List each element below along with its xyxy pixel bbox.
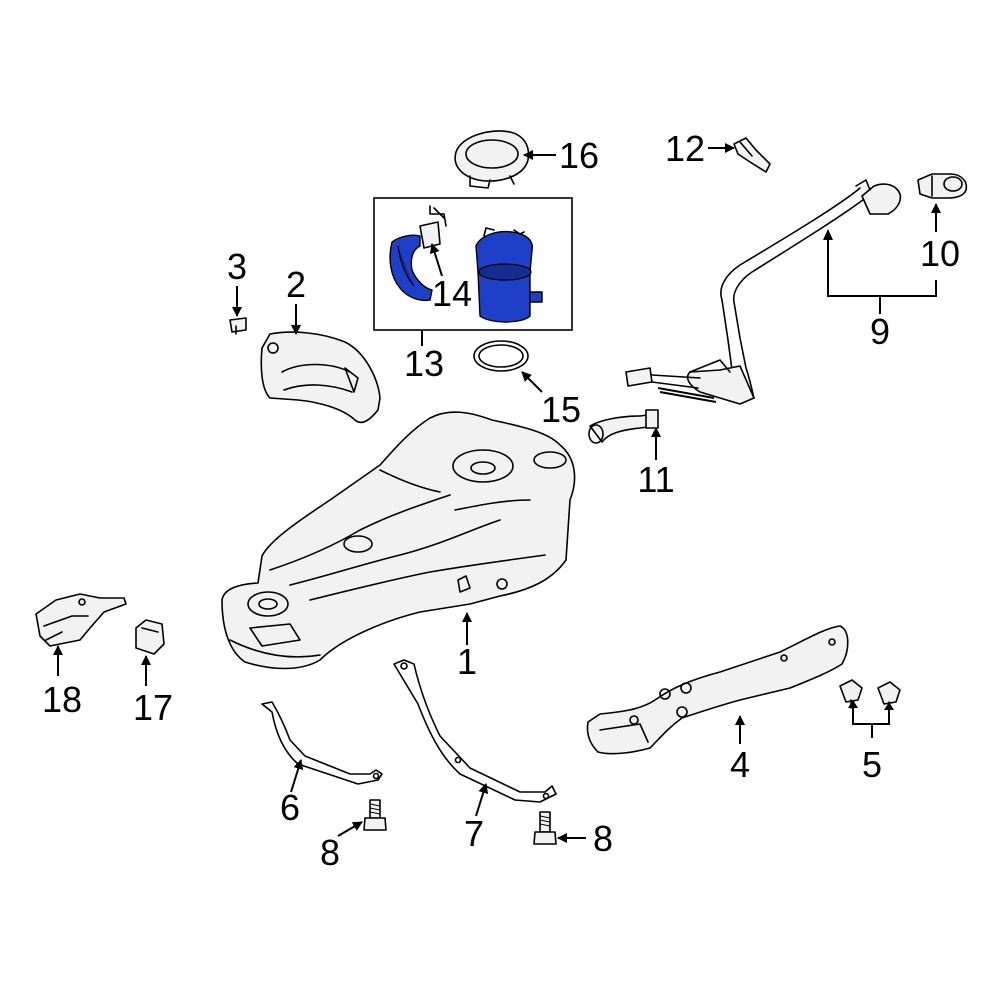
callout-11: 11 bbox=[637, 459, 674, 500]
callout-8-right: 8 bbox=[593, 818, 613, 859]
callout-3: 3 bbox=[227, 246, 247, 287]
callout-9: 9 bbox=[870, 311, 890, 352]
fuel-pump-module[interactable] bbox=[475, 227, 543, 323]
bolt-part-8b[interactable] bbox=[533, 811, 557, 845]
callout-17: 17 bbox=[133, 687, 173, 728]
bracket-part-4[interactable] bbox=[586, 625, 849, 755]
callout-18: 18 bbox=[42, 679, 82, 720]
valve-part-10[interactable] bbox=[917, 173, 968, 199]
callout-16: 16 bbox=[559, 135, 599, 176]
heat-shield-part-2[interactable] bbox=[260, 331, 381, 424]
pump-bracket-part-14[interactable] bbox=[419, 205, 447, 249]
callout-labels: 1 2 3 4 5 6 7 8 8 9 10 11 12 13 14 15 16… bbox=[42, 128, 960, 873]
strap-part-7[interactable] bbox=[393, 659, 557, 803]
callout-4: 4 bbox=[730, 744, 750, 785]
callout-13: 13 bbox=[404, 343, 444, 384]
sensor-part-12[interactable] bbox=[733, 137, 771, 173]
callout-8-left: 8 bbox=[320, 832, 340, 873]
callout-15: 15 bbox=[541, 389, 581, 430]
leader-lines bbox=[53, 143, 941, 843]
bracket-part-17[interactable] bbox=[135, 619, 165, 655]
bolt-part-3[interactable] bbox=[229, 317, 247, 335]
callout-14: 14 bbox=[432, 273, 472, 314]
o-ring-part-15[interactable] bbox=[473, 340, 529, 372]
filler-pipe-part-9[interactable] bbox=[625, 179, 902, 405]
lock-ring-part-16[interactable] bbox=[454, 130, 530, 189]
callout-6: 6 bbox=[280, 787, 300, 828]
strainer-part-14[interactable] bbox=[389, 234, 433, 302]
fuel-pump-assembly-box-part-13[interactable] bbox=[373, 197, 573, 331]
strap-part-6[interactable] bbox=[261, 701, 383, 785]
callout-7: 7 bbox=[464, 813, 484, 854]
callout-1: 1 bbox=[457, 641, 477, 682]
bracket-part-18[interactable] bbox=[35, 593, 127, 647]
callout-10: 10 bbox=[920, 233, 960, 274]
vent-hose-part-11[interactable] bbox=[588, 409, 659, 444]
callout-12: 12 bbox=[665, 128, 705, 169]
callout-2: 2 bbox=[286, 264, 306, 305]
bolt-part-8a[interactable] bbox=[363, 799, 387, 831]
fuel-tank-part-1[interactable] bbox=[221, 411, 576, 670]
callout-5: 5 bbox=[862, 744, 882, 785]
